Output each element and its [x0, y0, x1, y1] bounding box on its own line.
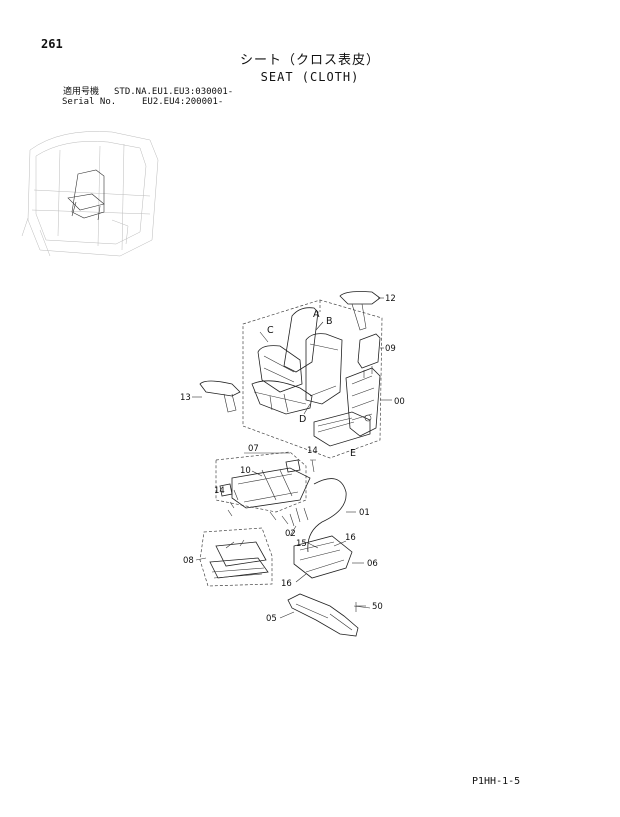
seat-assembly-box	[242, 299, 383, 459]
footer-code: P1HH-1-5	[472, 776, 521, 787]
callout-06: 06	[367, 559, 378, 569]
serial-label-jp: 適用号機	[63, 87, 100, 97]
callout-12: 12	[385, 294, 396, 304]
title-english: SEAT (CLOTH)	[260, 70, 360, 84]
armrest-right	[339, 291, 381, 331]
callout-50: 50	[372, 602, 383, 612]
lever	[287, 593, 371, 637]
page-number: 261	[41, 37, 63, 51]
adjust-cable	[307, 478, 347, 553]
slide-rails	[219, 459, 311, 509]
callout-14b: 14	[214, 486, 225, 496]
callout-08: 08	[183, 556, 194, 566]
seat-frame	[313, 367, 381, 447]
callout-16a: 16	[345, 533, 356, 543]
serial-label-en: Serial No.	[62, 97, 117, 107]
callout-B: B	[326, 316, 333, 327]
callout-02: 02	[285, 529, 296, 539]
title-japanese: シート（クロス表皮）	[239, 53, 380, 68]
callout-E: E	[350, 448, 356, 459]
cab-overview	[21, 131, 159, 257]
callout-14a: 14	[307, 446, 318, 456]
callout-00: 00	[394, 397, 405, 407]
cushion-set-box	[199, 527, 273, 587]
callout-15: 15	[296, 539, 307, 549]
serial-line-2: EU2.EU4:200001-	[142, 97, 224, 107]
armrest-left	[199, 380, 241, 413]
callout-10: 10	[240, 466, 251, 476]
callout-16b: 16	[281, 579, 292, 589]
callout-D: D	[299, 414, 306, 425]
callout-C: C	[267, 325, 274, 336]
base-plate	[293, 535, 353, 579]
callout-01: 01	[359, 508, 370, 518]
serial-line-1: STD.NA.EU1.EU3:030001-	[114, 87, 234, 97]
seat-cushion-backrest	[251, 307, 343, 415]
small-parts	[227, 459, 316, 527]
callout-13: 13	[180, 393, 191, 403]
callout-A: A	[313, 309, 320, 320]
callout-09: 09	[385, 344, 396, 354]
callout-07: 07	[248, 444, 259, 454]
leader-lines	[192, 297, 392, 619]
callout-05: 05	[266, 614, 277, 624]
headrest	[357, 333, 381, 378]
